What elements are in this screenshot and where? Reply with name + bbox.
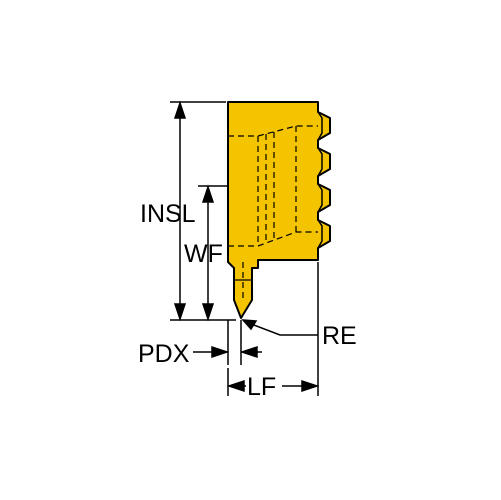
pdx-dimension xyxy=(193,320,262,365)
tooth-detail-3 xyxy=(317,183,323,213)
pdx-label: PDX xyxy=(138,340,190,368)
re-leader xyxy=(241,319,318,336)
wf-label: WF xyxy=(184,240,223,268)
hidden-lines xyxy=(228,125,318,298)
insl-dimension xyxy=(170,100,236,322)
wf-dimension xyxy=(198,184,228,322)
tooth-detail-2 xyxy=(317,147,323,177)
re-label: RE xyxy=(322,322,357,350)
lf-label: LF xyxy=(247,373,276,401)
insert-main-outline xyxy=(227,101,331,319)
tooth-detail-1 xyxy=(317,111,323,141)
insert-body xyxy=(227,101,331,319)
lf-dimension xyxy=(226,262,320,396)
tooth-detail-4 xyxy=(317,219,323,249)
insl-label: INSL xyxy=(140,200,196,228)
